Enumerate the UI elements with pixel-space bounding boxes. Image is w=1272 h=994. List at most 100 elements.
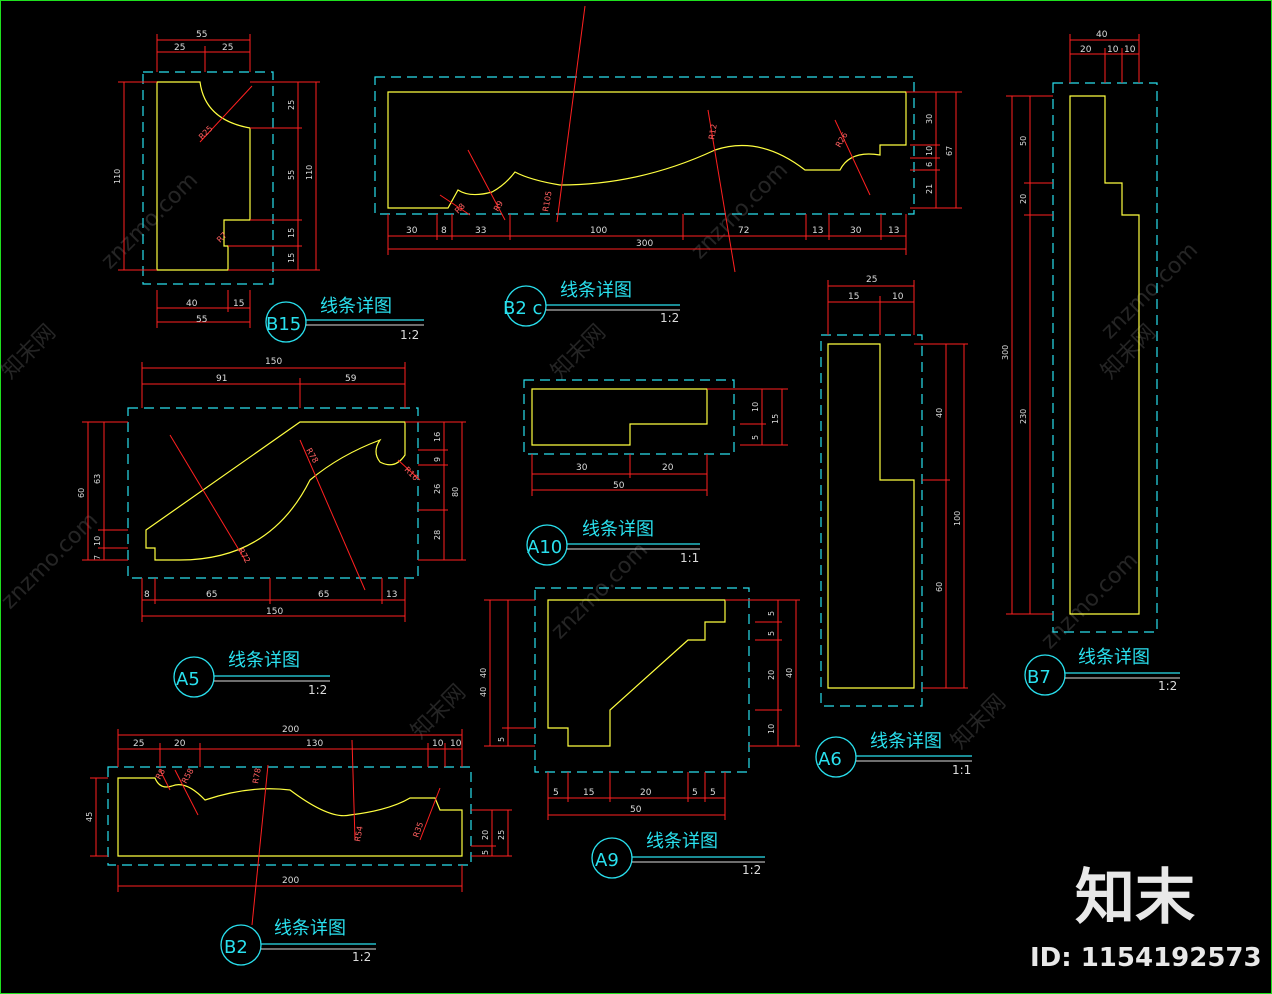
- detail-tag-circle: [220, 924, 262, 966]
- dim-label: 33: [475, 226, 486, 236]
- dim-label: 30: [925, 114, 934, 124]
- dim-label: 15: [771, 414, 780, 424]
- profile-outline: [827, 343, 915, 689]
- dim-label: 150: [265, 357, 282, 367]
- dim-label: 5: [767, 611, 776, 616]
- dim-label: 5: [692, 788, 698, 798]
- detail-tag-id: A5: [176, 669, 200, 690]
- dim-label: 10: [767, 724, 776, 734]
- detail-a10: 30 20 50 10 5 15 A10 线条详图 1:1: [523, 379, 788, 566]
- dim-label: 50: [1019, 136, 1028, 146]
- profile-outline: [117, 777, 463, 857]
- watermark-cn: 知末网: [0, 320, 61, 384]
- profile-outline: [1069, 95, 1140, 615]
- detail-tag-circle: [173, 656, 215, 698]
- dim-label: 20: [1080, 45, 1092, 55]
- dim-label: 5: [553, 788, 559, 798]
- dim-label: 20: [174, 739, 186, 749]
- dim-label: 15: [287, 228, 296, 238]
- detail-scale: 1:2: [400, 328, 419, 342]
- radius-label: R9: [492, 199, 505, 213]
- dim-label: 50: [630, 805, 642, 815]
- dim-label: 40: [186, 299, 198, 309]
- detail-scale: 1:2: [1158, 679, 1177, 693]
- dim-label: 25: [287, 100, 296, 110]
- dim-label: 8: [144, 590, 150, 600]
- detail-tag-id: A6: [818, 749, 842, 770]
- dim-label: 55: [287, 170, 296, 180]
- detail-b2: 200 25 20 130 10 10 45 20 5 25 200 R8 R5…: [85, 725, 512, 966]
- radius-label: R25: [197, 124, 215, 142]
- dim-label: 91: [216, 374, 227, 384]
- dim-label: 300: [1001, 345, 1010, 360]
- watermarks: znzmo.com 知末网 znzmo.com 知末网 znzmo.com 知末…: [0, 158, 1203, 754]
- dim-label: 5: [751, 435, 760, 440]
- section-box: [820, 334, 923, 707]
- dim-label: 10: [450, 739, 462, 749]
- dim-label: 200: [282, 725, 299, 735]
- dim-label: 6: [925, 162, 934, 167]
- watermark-cn: 知末网: [947, 690, 1011, 754]
- dim-label: 40: [785, 668, 794, 678]
- dim-label: 10: [93, 536, 102, 546]
- dim-label: 10: [751, 402, 760, 412]
- dim-label: 25: [222, 43, 233, 53]
- dim-label: 5: [481, 850, 490, 855]
- dim-label: 8: [441, 226, 447, 236]
- dim-label: 25: [866, 275, 877, 285]
- detail-title: 线条详图: [274, 918, 346, 939]
- dim-label: 10: [925, 146, 934, 156]
- dim-label: 65: [206, 590, 217, 600]
- detail-title: 线条详图: [870, 731, 942, 752]
- profile-outline: [547, 599, 726, 747]
- dim-label: 45: [85, 812, 94, 822]
- detail-tag-circle: [526, 524, 568, 566]
- detail-tag-circle: [815, 736, 857, 778]
- dim-label: 13: [888, 226, 899, 236]
- radius-label: R78: [251, 767, 263, 784]
- dim-label: 25: [174, 43, 185, 53]
- dim-label: 15: [287, 253, 296, 263]
- dim-label: 7: [93, 555, 102, 560]
- detail-title: 线条详图: [1078, 647, 1150, 668]
- dim-label: 150: [266, 607, 283, 617]
- section-box: [127, 407, 419, 579]
- section-box: [534, 587, 750, 773]
- detail-a9: 5 15 20 5 5 50 40 40 5 5 5 20 10 40 A9 线…: [479, 587, 800, 879]
- section-box: [523, 379, 735, 455]
- dim-label: 26: [433, 484, 442, 494]
- dim-label: 30: [850, 226, 862, 236]
- dim-label: 16: [433, 432, 442, 442]
- dim-label: 20: [662, 463, 674, 473]
- profile-outline: [531, 388, 708, 446]
- dim-label: 300: [636, 239, 653, 249]
- dim-label: 10: [1124, 45, 1136, 55]
- watermark-cn: 知末网: [547, 320, 611, 384]
- watermark-text: znzmo.com: [687, 158, 793, 264]
- dim-label: 13: [812, 226, 823, 236]
- dim-label: 40: [935, 408, 944, 418]
- detail-a6: 25 15 10 40 60 100 A6 线条详图 1:1: [815, 275, 972, 778]
- dim-label: 10: [432, 739, 444, 749]
- detail-scale: 1:2: [660, 311, 679, 325]
- profile-outline: [145, 421, 406, 561]
- dim-label: 230: [1019, 409, 1028, 424]
- dim-label: 100: [590, 226, 607, 236]
- dim-label: 55: [196, 30, 207, 40]
- detail-a5: 150 91 59 60 63 10 7 16 9 26 28 80 8 65 …: [77, 357, 466, 698]
- detail-scale: 1:1: [952, 763, 971, 777]
- dim-label: 40: [479, 687, 488, 697]
- detail-tag-id: B15: [266, 314, 301, 335]
- detail-tag-id: B2: [224, 937, 248, 958]
- dim-label: 25: [497, 830, 506, 840]
- dim-label: 110: [305, 165, 314, 180]
- dim-label: 15: [848, 292, 859, 302]
- dim-label: 5: [710, 788, 716, 798]
- detail-title: 线条详图: [646, 831, 718, 852]
- section-box: [374, 76, 915, 215]
- dim-label: 60: [77, 488, 86, 498]
- detail-tag-circle: [591, 837, 633, 879]
- radius-label: R105: [541, 190, 553, 212]
- dim-label: 20: [640, 788, 652, 798]
- radius-label: R54: [353, 825, 365, 842]
